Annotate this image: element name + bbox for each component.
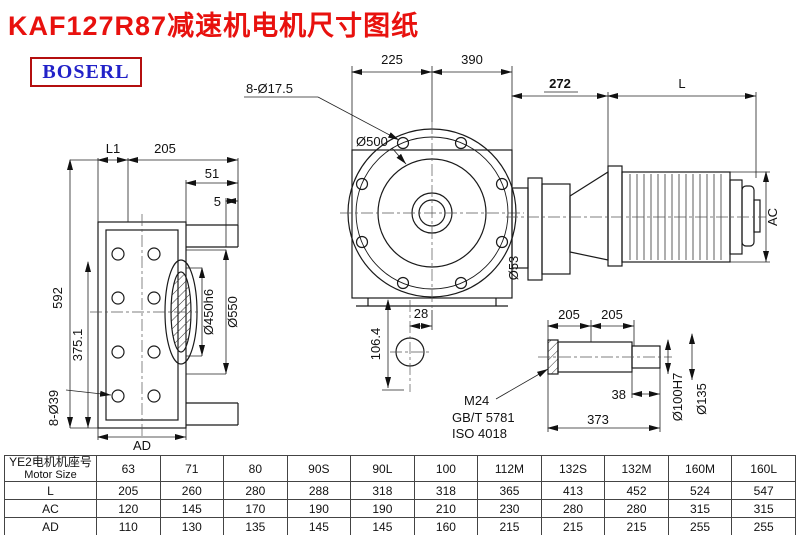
brand-logo-text: BOSERL	[42, 60, 130, 83]
col-header: 90L	[350, 455, 415, 482]
table-cell: 210	[413, 499, 479, 518]
table-cell: 280	[604, 499, 669, 518]
col-header: 132S	[540, 455, 606, 482]
table-cell: 135	[223, 517, 288, 535]
dim-label-d100h7: Ø100H7	[670, 373, 685, 421]
dim-label-373: 373	[587, 412, 609, 427]
col-header: 80	[223, 455, 288, 482]
left-view-dimensions	[65, 157, 239, 440]
table-cell: 315	[731, 499, 796, 518]
row-label: L	[4, 481, 97, 500]
table-cell: 120	[96, 499, 161, 518]
col-header: 132M	[604, 455, 669, 482]
dim-label-8-d39: 8-Ø39	[46, 390, 61, 426]
table-cell: 205	[96, 481, 161, 500]
shaft-detail-dimensions	[495, 320, 695, 432]
dim-label-28: 28	[414, 306, 428, 321]
side-view-dimensions	[511, 91, 770, 263]
dim-label-550: Ø550	[225, 296, 240, 328]
dim-label-5: 5	[214, 194, 221, 209]
dim-label-51: 51	[205, 166, 219, 181]
table-cell: 170	[223, 499, 288, 518]
motor-size-table: YE2电机机座号 Motor Size 63 71 80 90S 90L 100…	[4, 455, 796, 535]
table-cell: 280	[540, 499, 606, 518]
motor-size-label-en: Motor Size	[24, 469, 77, 481]
standard-label-gbt5781: GB/T 5781	[452, 410, 515, 425]
table-cell: 215	[540, 517, 606, 535]
dim-label-205a: 205	[558, 307, 580, 322]
table-row-L: L 205 260 280 288 318 318 365 413 452 52…	[4, 481, 796, 500]
table-cell: 145	[350, 517, 415, 535]
col-header: 100	[413, 455, 479, 482]
table-cell: 130	[159, 517, 225, 535]
dim-label-225: 225	[381, 52, 403, 67]
table-header-motor-size: YE2电机机座号 Motor Size	[4, 455, 97, 482]
table-header-row: YE2电机机座号 Motor Size 63 71 80 90S 90L 100…	[4, 455, 796, 482]
table-cell: 190	[286, 499, 352, 518]
dim-label-ad: AD	[133, 438, 151, 452]
standard-label-iso4018: ISO 4018	[452, 426, 507, 441]
col-header: 71	[159, 455, 225, 482]
table-cell: 318	[350, 481, 415, 500]
table-row-AD: AD 110 130 135 145 145 160 215 215 215 2…	[4, 517, 796, 535]
table-cell: 215	[477, 517, 542, 535]
table-cell: 280	[223, 481, 288, 500]
left-view-geometry	[97, 221, 239, 429]
table-cell: 110	[96, 517, 161, 535]
col-header: 90S	[286, 455, 352, 482]
front-view-centerlines	[340, 122, 524, 392]
table-cell: 230	[477, 499, 542, 518]
left-view-centerlines	[90, 214, 198, 436]
brand-logo: BOSERL	[30, 57, 142, 87]
table-cell: 288	[286, 481, 352, 500]
table-cell: 160	[413, 517, 479, 535]
front-view-dimensions	[244, 66, 513, 391]
table-cell: 524	[667, 481, 733, 500]
gearbox-dimension-drawing: L1 205 51 5 592 375.1 8-Ø39 AD Ø450h6 Ø5…	[46, 52, 780, 452]
table-cell: 145	[159, 499, 225, 518]
motor-size-label-cn: YE2电机机座号	[9, 455, 92, 469]
table-cell: 215	[604, 517, 669, 535]
col-header: 160L	[731, 455, 796, 482]
dim-label-106-4: 106.4	[368, 328, 383, 361]
table-cell: 260	[159, 481, 225, 500]
dim-label-d135: Ø135	[694, 383, 709, 415]
table-cell: 190	[350, 499, 415, 518]
dim-label-205b: 205	[601, 307, 623, 322]
col-header: 160M	[667, 455, 733, 482]
table-row-AC: AC 120 145 170 190 190 210 230 280 280 3…	[4, 499, 796, 518]
dim-label-450h6: Ø450h6	[201, 289, 216, 335]
dim-label-272: 272	[549, 76, 571, 91]
table-cell: 452	[604, 481, 669, 500]
page-title: KAF127R87减速机电机尺寸图纸	[8, 11, 420, 41]
dim-label-d500: Ø500	[356, 134, 388, 149]
side-view-geometry	[511, 165, 761, 281]
table-cell: 318	[413, 481, 479, 500]
table-cell: 255	[731, 517, 796, 535]
thread-label-m24: M24	[464, 393, 489, 408]
dim-label-AC: AC	[765, 208, 780, 226]
row-label: AD	[4, 517, 97, 535]
dim-label-390: 390	[461, 52, 483, 67]
dim-label-592: 592	[50, 287, 65, 309]
dim-label-L: L	[678, 76, 685, 91]
col-header: 112M	[477, 455, 542, 482]
table-cell: 145	[286, 517, 352, 535]
dim-label-l1: L1	[106, 141, 120, 156]
table-cell: 413	[540, 481, 606, 500]
dim-label-8-d17-5: 8-Ø17.5	[246, 81, 293, 96]
dim-label-375: 375.1	[70, 329, 85, 362]
dim-label-38: 38	[612, 387, 626, 402]
table-cell: 255	[667, 517, 733, 535]
col-header: 63	[96, 455, 161, 482]
table-cell: 547	[731, 481, 796, 500]
table-cell: 365	[477, 481, 542, 500]
table-cell: 315	[667, 499, 733, 518]
row-label: AC	[4, 499, 97, 518]
dim-label-205: 205	[154, 141, 176, 156]
